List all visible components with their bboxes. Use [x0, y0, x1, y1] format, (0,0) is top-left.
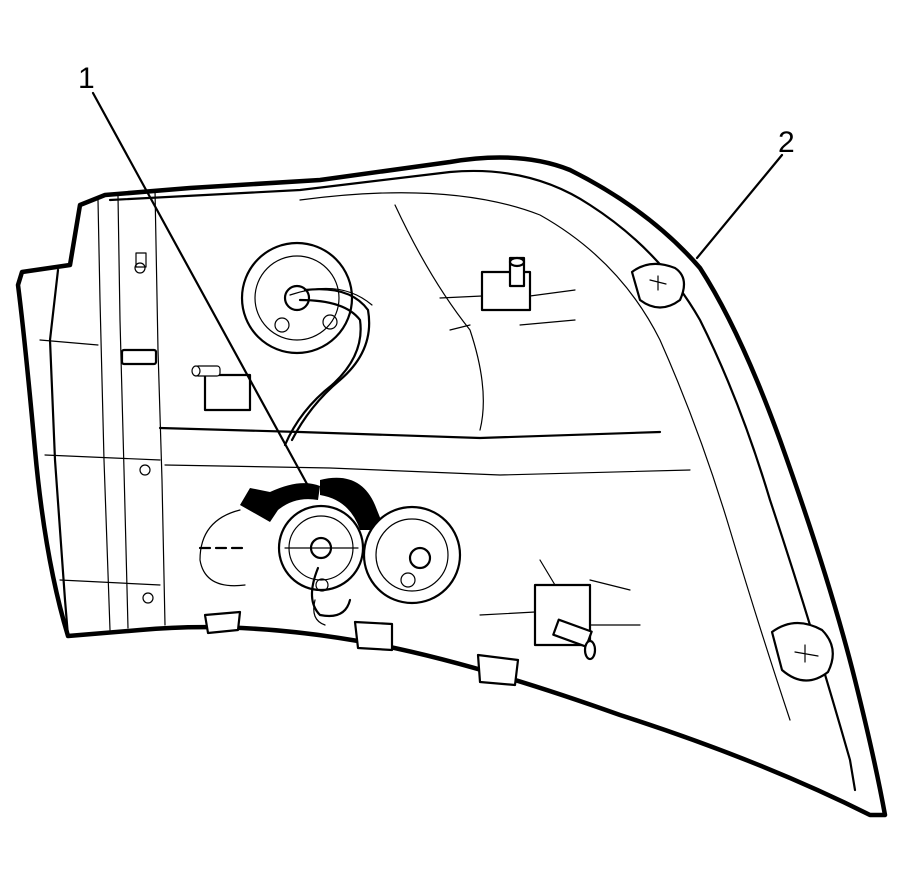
lower-right-bulb: [479, 559, 641, 661]
lamp-housing: [15, 155, 888, 818]
callout-2: 2: [778, 126, 795, 159]
adjacent-socket: [362, 505, 462, 605]
upper-right-bulb: [439, 256, 576, 331]
leader-line-2: [695, 153, 784, 260]
upper-socket: [240, 241, 373, 447]
lower-mounting-stud: [770, 621, 834, 682]
bottom-tabs: [203, 610, 520, 687]
callout-1: 1: [78, 62, 95, 95]
upper-mounting-stud: [630, 262, 686, 309]
rotation-arrows: [240, 477, 385, 530]
leader-line-1: [91, 91, 309, 486]
left-small-bulb: [191, 365, 252, 412]
rotating-socket: [277, 504, 365, 626]
rotation-indicator: [198, 509, 247, 587]
